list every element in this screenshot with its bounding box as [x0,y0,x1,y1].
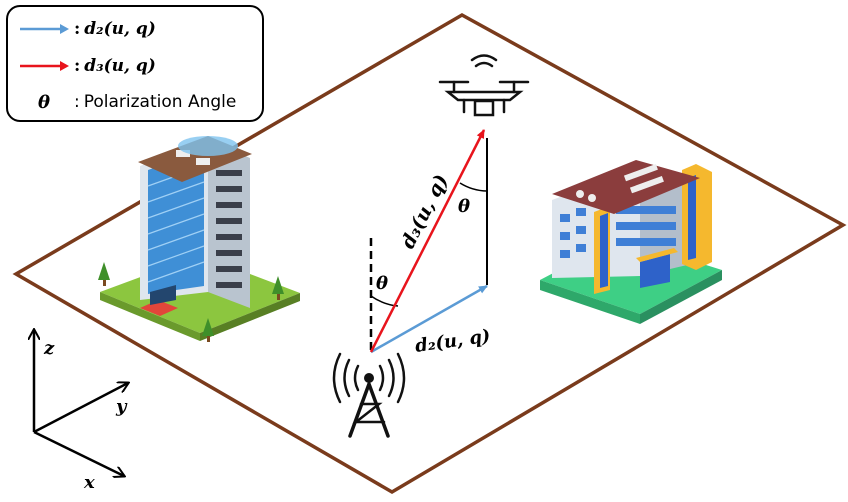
theta-label-drone: θ [458,196,470,217]
theta-label-base: θ [376,273,388,294]
theta-arc-base [370,295,399,307]
legend-item-theta: θ :Polarization Angle [18,89,236,115]
drone-icon [438,54,530,117]
legend-d3-text: :d₃(u, q) [74,56,156,76]
tower-building-icon [98,136,300,342]
blue-arrow-icon [20,24,69,34]
z-axis-label: z [43,338,55,359]
d3-arrow [369,129,486,353]
theta-arc-drone [459,182,488,192]
legend-item-d2: :d₂(u, q) [18,16,156,42]
cell-tower-icon [332,352,406,438]
d2-arrow [370,284,488,354]
office-building-icon [540,160,722,324]
y-axis-label: y [115,396,128,417]
legend-d2-text: :d₂(u, q) [74,19,156,39]
legend-theta-symbol: θ [37,91,50,113]
x-axis-label: x [83,472,95,493]
legend-theta-text: :Polarization Angle [74,92,237,112]
coordinate-axes [34,330,128,476]
legend-item-d3: :d₃(u, q) [18,53,156,79]
red-arrow-icon [20,61,69,71]
legend-box: :d₂(u, q) :d₃(u, q) θ :Polarization Angl… [6,5,264,122]
